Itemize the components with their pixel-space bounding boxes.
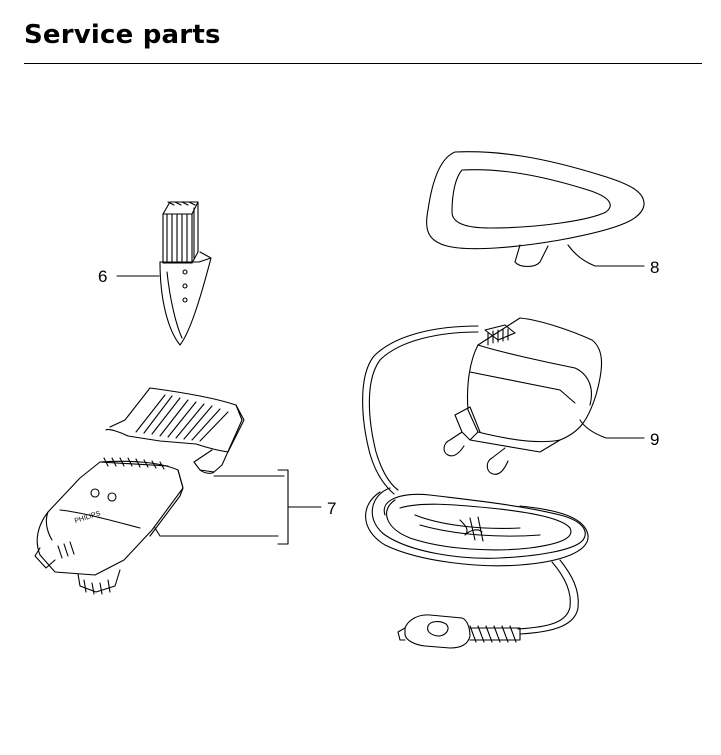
page-title: Service parts: [24, 20, 221, 50]
callout-8: 8: [650, 258, 659, 277]
callout-6: 6: [98, 267, 107, 286]
cleaning-brush-illustration: [116, 201, 212, 346]
title-divider: [24, 63, 702, 64]
callout-7: 7: [327, 499, 336, 518]
trimmer-comb-illustration: [105, 387, 285, 477]
philips-logo-text: PHILIPS: [74, 510, 102, 525]
callout-9: 9: [650, 430, 659, 449]
protective-cap-illustration: [426, 151, 645, 268]
trimmer-head-illustration: PHILIPS: [34, 457, 322, 595]
power-adapter-illustration: [362, 317, 645, 649]
